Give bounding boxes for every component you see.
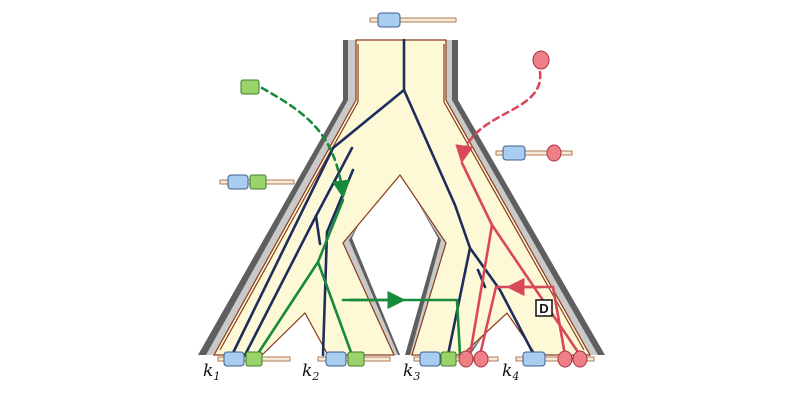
duplication-label: D bbox=[539, 301, 548, 316]
green-domain-icon bbox=[440, 351, 457, 367]
blue-domain-icon bbox=[419, 351, 441, 367]
green-square-domain-icon bbox=[240, 79, 260, 95]
green-domain-icon bbox=[245, 351, 263, 367]
red-lineages bbox=[455, 70, 582, 357]
gene-lineage-k3-stub bbox=[476, 268, 487, 289]
red-domain-icon bbox=[546, 144, 562, 162]
green-lineage-k2 bbox=[316, 260, 354, 357]
gene-lineage-left-stub bbox=[314, 214, 322, 246]
gene-lineages bbox=[230, 38, 536, 357]
leaf-label-k1: k1 bbox=[203, 361, 220, 383]
green-lineage-k1 bbox=[255, 260, 320, 357]
gene-architecture-k2 bbox=[317, 351, 391, 367]
blue-domain-icon bbox=[502, 145, 526, 161]
red-lineage-k4-inner bbox=[551, 285, 567, 357]
blue-domain-icon bbox=[377, 12, 401, 28]
gene-lineage-left-main bbox=[230, 88, 406, 357]
green-lineages bbox=[255, 86, 462, 357]
gene-lineage-k4 bbox=[468, 246, 536, 357]
blue-domain-icon bbox=[223, 351, 245, 367]
leaf-label-k3: k3 bbox=[403, 361, 420, 383]
gene-architecture-k3 bbox=[413, 350, 499, 368]
red-incoming-dashed bbox=[455, 70, 542, 164]
red-lineage-trunk bbox=[460, 161, 494, 227]
gene-architecture-k1 bbox=[217, 351, 291, 367]
gene-lineage-right-main bbox=[402, 88, 472, 250]
red-circle-domain-icon bbox=[532, 50, 550, 70]
green-domain-icon bbox=[249, 174, 267, 190]
green-domain-icon bbox=[347, 351, 365, 367]
red-domain-icon bbox=[458, 350, 474, 368]
green-incoming-dashed bbox=[260, 86, 351, 199]
gene-architecture-left bbox=[219, 174, 295, 190]
blue-domain-icon bbox=[522, 351, 546, 367]
gene-lineage-k3 bbox=[446, 246, 472, 357]
blue-domain-icon bbox=[227, 174, 249, 190]
red-domain-icon bbox=[473, 350, 489, 368]
red-lineage-k3 bbox=[468, 223, 494, 357]
leaf-label-k4: k4 bbox=[502, 361, 519, 383]
species-tree-edge-line bbox=[219, 44, 585, 351]
duplication-box-icon: D bbox=[535, 299, 553, 317]
green-lineage-trunk bbox=[316, 198, 345, 264]
gene-architecture-root bbox=[369, 12, 457, 28]
leaf-label-k2: k2 bbox=[302, 361, 319, 383]
red-domain-icon bbox=[572, 350, 588, 368]
red-domain-icon bbox=[557, 350, 573, 368]
blue-domain-icon bbox=[325, 351, 347, 367]
gene-architecture-k4 bbox=[515, 350, 595, 368]
gene-architecture-right bbox=[495, 144, 573, 162]
red-lineage-right bbox=[490, 223, 582, 357]
